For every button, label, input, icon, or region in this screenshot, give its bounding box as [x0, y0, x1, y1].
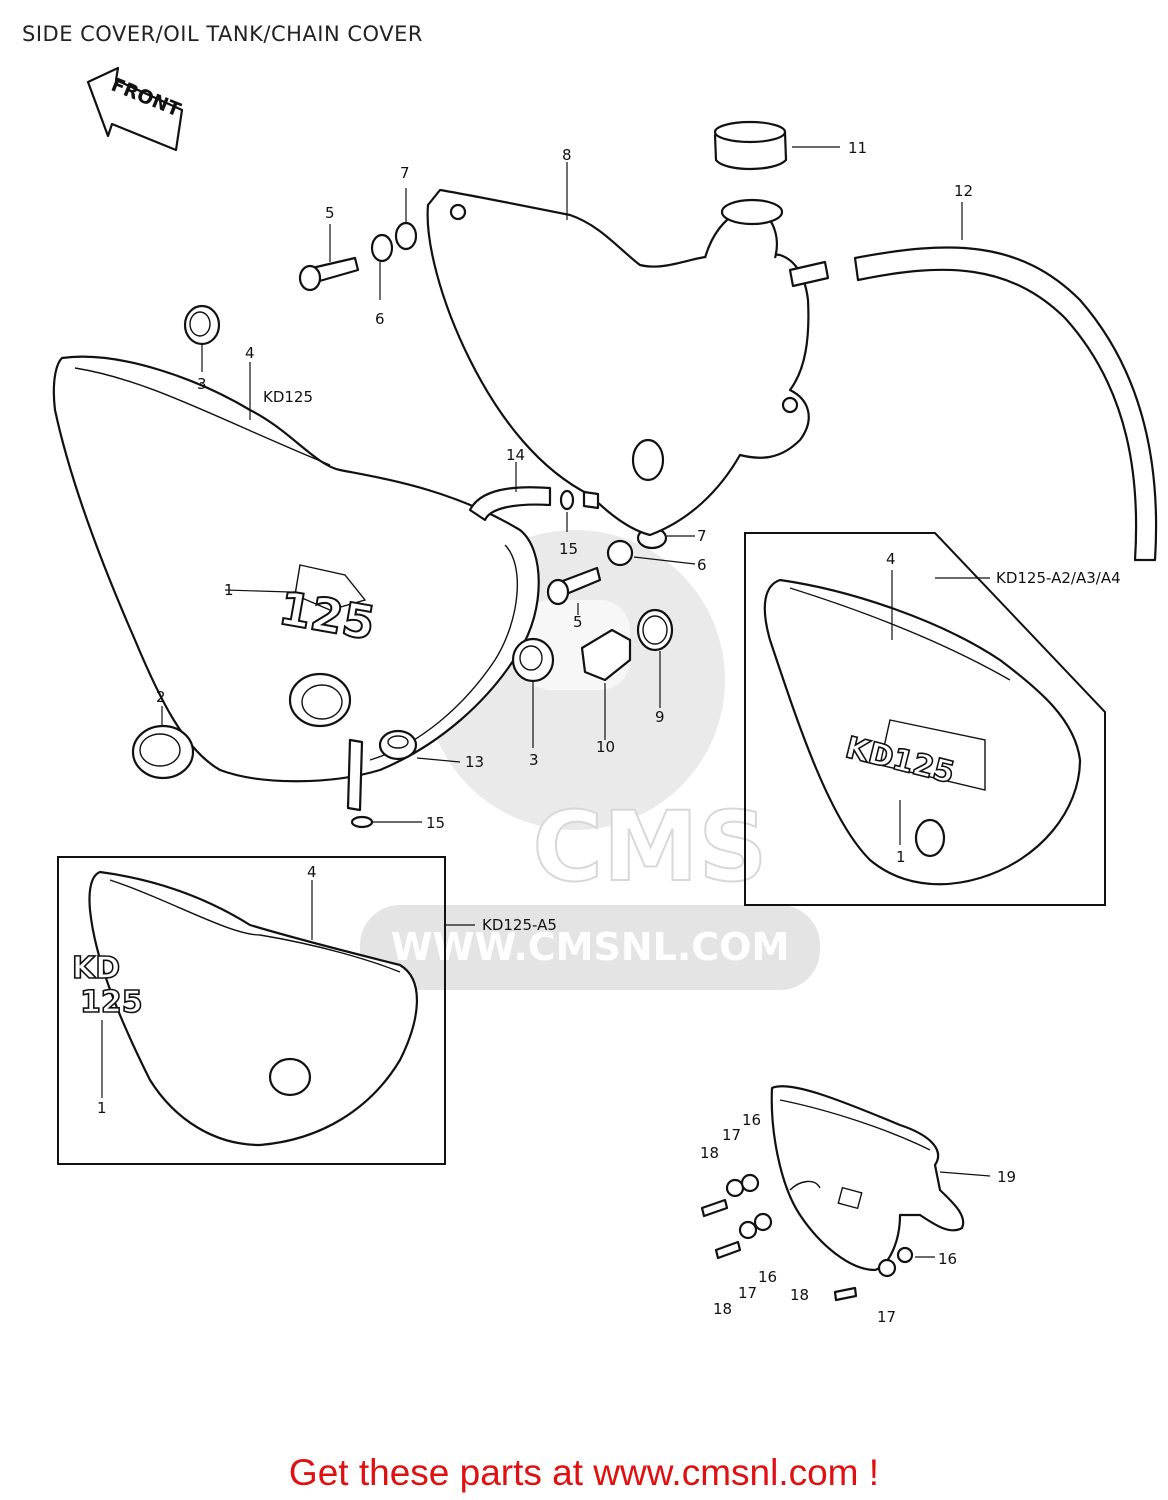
callout-16-b: 16	[758, 1268, 777, 1286]
callout-9: 9	[655, 708, 665, 726]
collar-16a	[740, 1173, 760, 1193]
variant-box-a2	[744, 532, 1106, 906]
chain-cover	[770, 1085, 965, 1272]
model-label-a2a3a4: KD125-A2/A3/A4	[996, 569, 1121, 587]
washer-17c	[877, 1258, 897, 1278]
drain-plug	[580, 628, 632, 682]
drain-hose	[346, 738, 364, 812]
callout-4-a5: 4	[307, 863, 317, 881]
callout-17-b: 17	[738, 1284, 757, 1302]
callout-17-c: 17	[877, 1308, 896, 1326]
fitting	[582, 490, 600, 510]
callout-11: 11	[848, 139, 867, 157]
oil-hose	[468, 486, 552, 522]
callout-13: 13	[465, 753, 484, 771]
callout-15-lower: 15	[426, 814, 445, 832]
callout-18-c: 18	[790, 1286, 809, 1304]
callout-8: 8	[562, 146, 572, 164]
grommet-small	[378, 729, 418, 761]
callout-1-a5: 1	[97, 1099, 107, 1117]
callout-6: 6	[375, 310, 385, 328]
callout-3-lower: 3	[529, 751, 539, 769]
variant-a5-emblem-line2: 125	[80, 985, 143, 1020]
callout-3: 3	[197, 375, 207, 393]
callout-10: 10	[596, 738, 615, 756]
breather-hose	[853, 246, 1158, 562]
callout-2: 2	[156, 688, 166, 706]
washer-upper	[394, 221, 418, 251]
callout-16: 16	[742, 1111, 761, 1129]
oil-tank	[426, 188, 830, 537]
callout-14: 14	[506, 446, 525, 464]
collar-lower	[606, 539, 634, 567]
variant-a5-emblem-line1: KD	[72, 951, 120, 986]
side-cover: 125	[52, 355, 540, 783]
washer-17a	[725, 1178, 745, 1198]
callout-7-lower: 7	[697, 527, 707, 545]
clip-upper	[559, 489, 575, 511]
callouts: 3 4 KD125 1 2 5 6 7 8 11 12 14 15 7 6 5 …	[97, 139, 1121, 1326]
callout-5-lower: 5	[573, 613, 583, 631]
chain-cover-bolt-1	[700, 1198, 729, 1218]
side-cover-variant-a2: KD125	[763, 578, 1082, 886]
leader-lines	[101, 146, 991, 1258]
footer-link[interactable]: Get these parts at www.cmsnl.com !	[288, 1452, 880, 1493]
bolt-lower	[546, 566, 602, 606]
callout-18: 18	[700, 1144, 719, 1162]
callout-5: 5	[325, 204, 335, 222]
grommet-large	[131, 724, 195, 780]
page-title: SIDE COVER/OIL TANK/CHAIN COVER	[22, 22, 423, 46]
oil-tank-cap	[713, 120, 788, 171]
collar-16b	[753, 1212, 773, 1232]
collar-upper	[370, 233, 394, 263]
callout-7: 7	[400, 164, 410, 182]
chain-cover-bolt-3	[833, 1286, 858, 1302]
front-arrow-icon: FRONT	[86, 66, 184, 152]
callout-4: 4	[245, 344, 255, 362]
grommet-mid	[511, 637, 555, 683]
watermark-logo: CMS	[532, 791, 767, 903]
callout-4-a2: 4	[886, 550, 896, 568]
grommet	[183, 304, 221, 346]
callout-16-c: 16	[938, 1250, 957, 1268]
side-cover-variant-a5: KD 125	[71, 870, 419, 1147]
bolt-upper	[298, 256, 360, 292]
collar-16c	[896, 1246, 914, 1264]
clip-lower	[350, 815, 374, 829]
callout-15: 15	[559, 540, 578, 558]
callout-19: 19	[997, 1168, 1016, 1186]
variant-box-a5	[57, 856, 446, 1165]
washer-17b	[738, 1220, 758, 1240]
callout-17: 17	[722, 1126, 741, 1144]
callout-18-b: 18	[713, 1300, 732, 1318]
model-label-kd125: KD125	[263, 388, 313, 406]
callout-6-lower: 6	[697, 556, 707, 574]
callout-1: 1	[224, 581, 234, 599]
callout-1-a2: 1	[896, 848, 906, 866]
watermark: CMS WWW.CMSNL.COM	[360, 530, 820, 990]
chain-cover-bolt-2	[714, 1240, 742, 1260]
watermark-url: WWW.CMSNL.COM	[391, 925, 790, 969]
model-label-a5: KD125-A5	[482, 916, 557, 934]
callout-12: 12	[954, 182, 973, 200]
